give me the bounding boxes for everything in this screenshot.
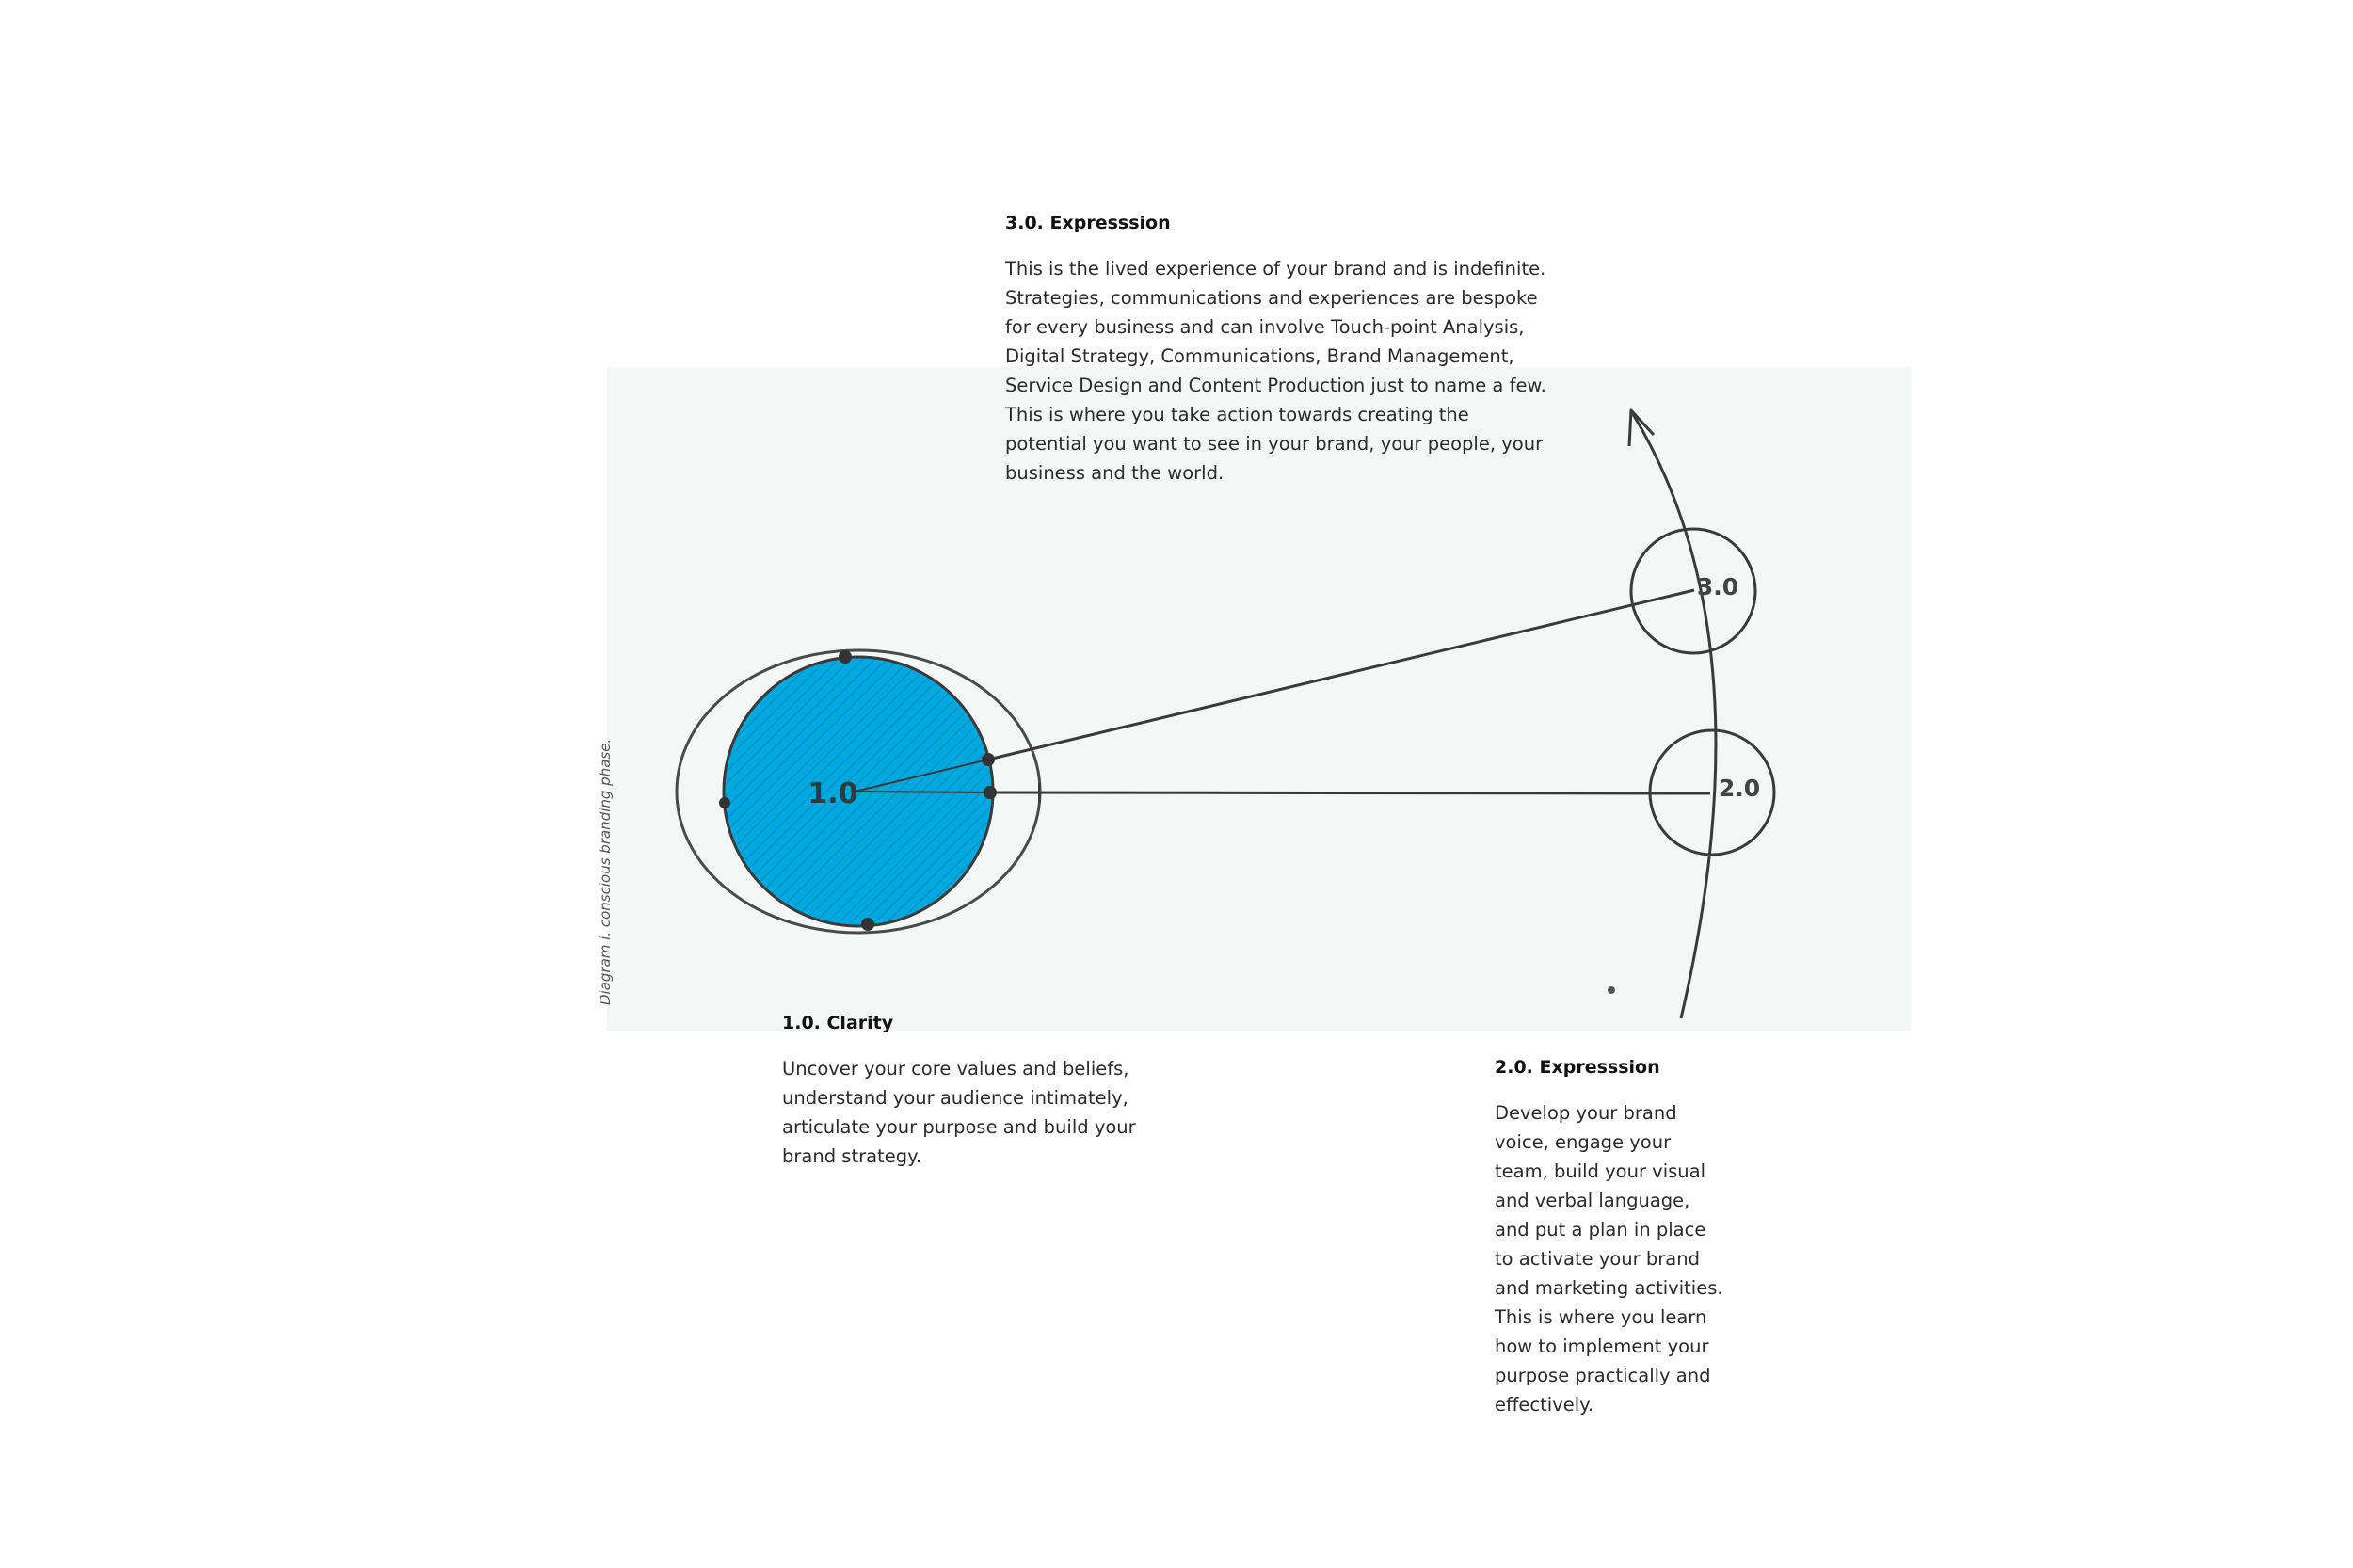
junction-dot (861, 918, 874, 931)
node-label-1: 1.0 (808, 777, 857, 810)
node-label-2: 2.0 (1719, 775, 1760, 802)
expression-2-block: 2.0. Expresssion Develop your brand voic… (1495, 1055, 1725, 1419)
junction-dot (984, 786, 997, 799)
clarity-body: Uncover your core values and beliefs, un… (782, 1058, 1136, 1167)
arrow-head-icon (1627, 408, 1656, 447)
expression-3-body: This is the lived experience of your bra… (1005, 258, 1546, 484)
trajectory-arc (1631, 413, 1718, 1019)
expression-3-block: 3.0. Expresssion This is the lived exper… (1005, 211, 1551, 488)
clarity-block: 1.0. Clarity Uncover your core values an… (782, 1011, 1140, 1171)
node-label-3: 3.0 (1697, 573, 1738, 600)
radius-line-upper (854, 759, 989, 792)
connector-line-lower (989, 791, 1711, 795)
junction-dot (839, 650, 852, 664)
expression-2-heading: 2.0. Expresssion (1495, 1057, 1660, 1078)
diagram-caption: Diagram i. conscious branding phase. (597, 738, 614, 1005)
junction-dot (982, 753, 995, 766)
expression-3-heading: 3.0. Expresssion (1005, 213, 1171, 233)
connector-line-upper (987, 588, 1695, 761)
junction-dot (719, 797, 730, 808)
clarity-heading: 1.0. Clarity (782, 1013, 894, 1033)
expression-2-body: Develop your brand voice, engage your te… (1495, 1102, 1723, 1416)
stray-dot (1608, 986, 1615, 994)
node-2-circle (1648, 728, 1776, 856)
node-3-circle (1629, 527, 1757, 655)
